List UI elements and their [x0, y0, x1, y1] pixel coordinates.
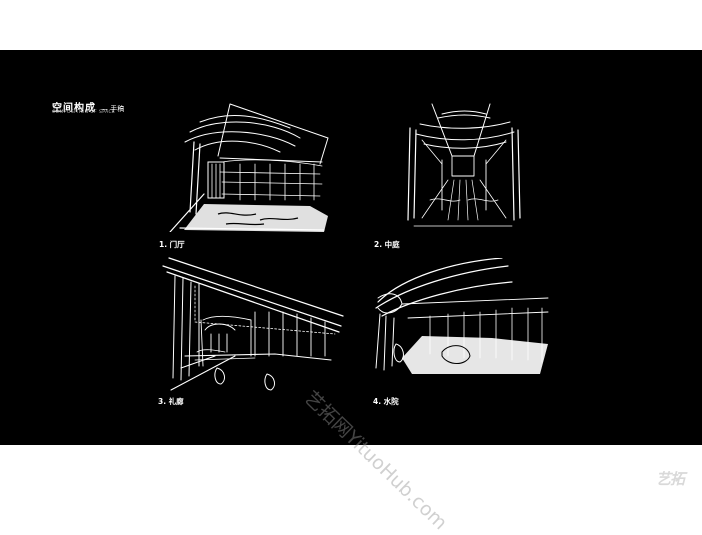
caption-foyer: 1. 门厅	[159, 240, 185, 249]
sketch-water-courtyard	[375, 258, 549, 374]
caption-corridor: 3. 礼廊	[158, 397, 184, 406]
sketch-foyer	[169, 103, 329, 232]
title-text: 空间构成	[52, 103, 96, 114]
sketch-atrium	[407, 103, 521, 227]
page-title: 空间构成 — 手稿	[52, 96, 124, 115]
caption-atrium: 2. 中庭	[374, 240, 400, 249]
sketch-corridor	[162, 257, 344, 391]
brand-logo: 艺拓	[656, 470, 685, 488]
page-subtitle: COMPOSITION OF SPACE	[52, 110, 116, 115]
slide-panel: 空间构成 — 手稿 COMPOSITION OF SPACE 1. 门厅 2. 中…	[0, 50, 702, 445]
title-suffix: — 手稿	[101, 105, 125, 113]
caption-water-courtyard: 4. 水院	[373, 397, 399, 406]
